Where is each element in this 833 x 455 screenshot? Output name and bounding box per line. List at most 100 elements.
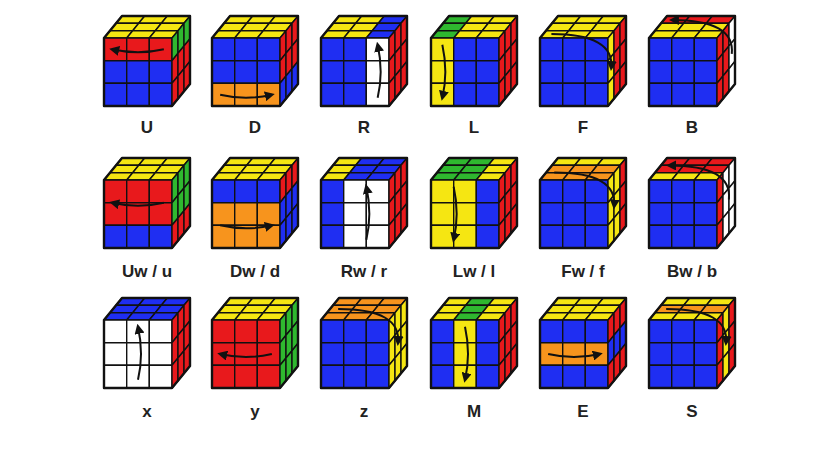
- cube-sticker: [257, 225, 280, 248]
- cube-sticker: [563, 225, 586, 248]
- cube-sticker: [149, 343, 172, 366]
- cube-sticker: [672, 38, 695, 61]
- cube-sticker: [694, 203, 717, 226]
- cube-sticker: [649, 343, 672, 366]
- cube-sticker: [585, 203, 608, 226]
- cube-outline: [321, 16, 407, 106]
- cube-sticker: [649, 38, 672, 61]
- cube-sticker: [431, 61, 454, 84]
- move-label: F: [578, 117, 588, 139]
- cube-sticker: [454, 225, 477, 248]
- cube-sticker: [649, 180, 672, 203]
- cube-sticker: [104, 180, 127, 203]
- cube-illustration: [649, 16, 735, 106]
- cube-sticker: [672, 61, 695, 84]
- cube-sticker: [649, 83, 672, 106]
- cube-sticker: [476, 365, 499, 388]
- move-label: R: [358, 117, 370, 139]
- cube-sticker: [476, 320, 499, 343]
- cube-sticker: [585, 365, 608, 388]
- cube-sticker: [694, 320, 717, 343]
- cube-sticker: [235, 203, 258, 226]
- cube-sticker: [540, 38, 563, 61]
- cube-sticker: [235, 320, 258, 343]
- cube-sticker: [235, 180, 258, 203]
- cube-sticker: [127, 343, 150, 366]
- cube-outline: [649, 16, 735, 106]
- turn-arrow: [112, 203, 164, 206]
- cube-illustration: [540, 158, 626, 248]
- cube-sticker: [649, 225, 672, 248]
- cube-sticker: [431, 225, 454, 248]
- move-label: M: [467, 401, 481, 423]
- cube-sticker: [585, 320, 608, 343]
- cube-outline: [212, 158, 298, 248]
- cube-sticker: [212, 61, 235, 84]
- cube-sticker: [104, 83, 127, 106]
- cube-sticker: [235, 83, 258, 106]
- cube-outline: [104, 158, 190, 248]
- cube-sticker: [672, 180, 695, 203]
- cube-sticker: [694, 365, 717, 388]
- cube-sticker: [344, 180, 367, 203]
- cube-sticker: [127, 83, 150, 106]
- cube-sticker: [366, 225, 389, 248]
- cube-sticker: [431, 180, 454, 203]
- cube-sticker: [563, 180, 586, 203]
- cube-sticker: [149, 365, 172, 388]
- cube-illustration: [649, 158, 735, 248]
- cube-sticker: [212, 38, 235, 61]
- cube-sticker: [563, 320, 586, 343]
- turn-arrow: [669, 165, 729, 199]
- cube-sticker: [672, 365, 695, 388]
- cube-sticker: [563, 203, 586, 226]
- cube-sticker: [104, 343, 127, 366]
- cube-sticker: [366, 320, 389, 343]
- cube-sticker: [366, 365, 389, 388]
- cube-sticker: [585, 83, 608, 106]
- cube-sticker: [104, 61, 127, 84]
- cube-sticker: [321, 180, 344, 203]
- cube-sticker: [476, 38, 499, 61]
- cube-sticker: [476, 225, 499, 248]
- turn-arrow: [442, 45, 445, 98]
- cube-outline: [540, 158, 626, 248]
- cube-sticker: [344, 343, 367, 366]
- turn-arrow: [554, 173, 614, 207]
- cube-sticker: [672, 203, 695, 226]
- cube-sticker: [235, 343, 258, 366]
- cube-outline: [431, 16, 517, 106]
- cube-sticker: [321, 203, 344, 226]
- cube-sticker: [212, 365, 235, 388]
- cube-sticker: [649, 365, 672, 388]
- turn-arrow: [548, 354, 600, 357]
- cube-sticker: [454, 180, 477, 203]
- cube-sticker: [235, 38, 258, 61]
- cube-sticker: [257, 320, 280, 343]
- cube-sticker: [212, 203, 235, 226]
- move-label: Fw / f: [561, 261, 604, 283]
- cube-sticker: [257, 38, 280, 61]
- cube-illustration: [540, 298, 626, 388]
- cube-sticker: [149, 203, 172, 226]
- cube-sticker: [454, 38, 477, 61]
- cube-sticker: [694, 225, 717, 248]
- cube-sticker: [454, 83, 477, 106]
- cube-sticker: [585, 61, 608, 84]
- cube-sticker: [235, 61, 258, 84]
- cube-sticker: [149, 180, 172, 203]
- move-label: Dw / d: [230, 261, 280, 283]
- cube-outline: [104, 16, 190, 106]
- cube-illustration: [212, 158, 298, 248]
- turn-arrow: [220, 95, 272, 98]
- cube-sticker: [431, 365, 454, 388]
- cube-sticker: [149, 83, 172, 106]
- cube-sticker: [344, 203, 367, 226]
- cube-illustration: [321, 16, 407, 106]
- cube-sticker: [212, 180, 235, 203]
- cube-sticker: [235, 365, 258, 388]
- cube-illustration: [431, 298, 517, 388]
- cube-sticker: [540, 61, 563, 84]
